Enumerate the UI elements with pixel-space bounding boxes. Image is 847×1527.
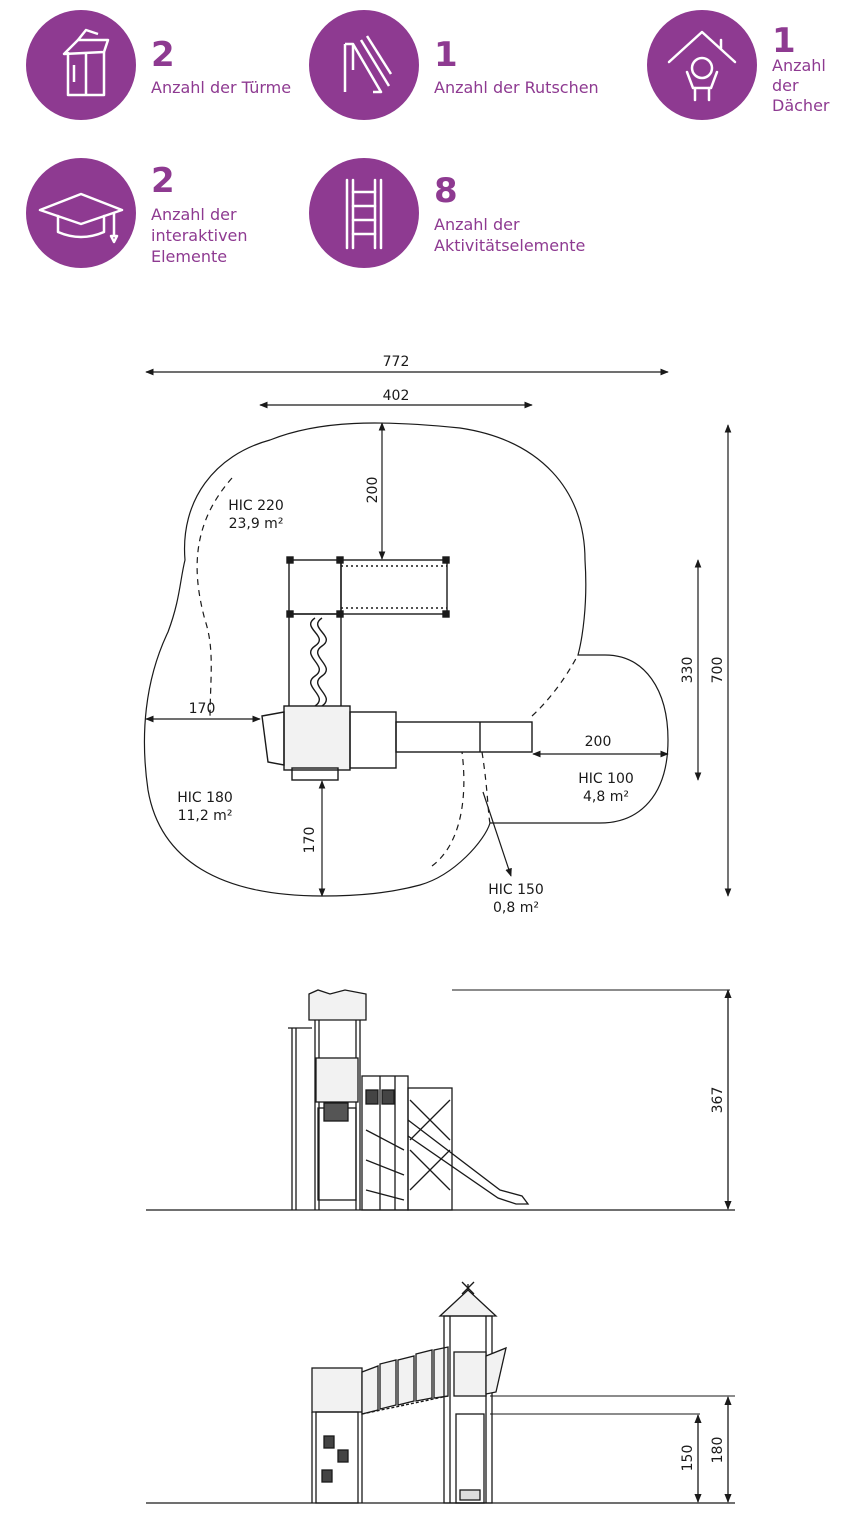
stat-number: 1 (772, 21, 796, 61)
plan-view (143, 368, 732, 897)
safety-zone-outline (143, 422, 669, 897)
zone-name: HIC 220 (228, 498, 284, 514)
hic-dashed-zone (196, 477, 233, 721)
stat-label: Anzahl der Türme (151, 78, 292, 97)
hic-dashed-zone (531, 654, 579, 717)
stat-number: 1 (434, 35, 458, 75)
stat-number: 2 (151, 35, 175, 75)
zone-name: HIC 150 (488, 882, 544, 898)
dim-label-180: 180 (710, 1437, 726, 1464)
stat-label: Anzahl der Dächer (772, 56, 830, 115)
slide-icon (309, 10, 419, 120)
front-elevation (146, 1281, 735, 1504)
zone-area: 4,8 m² (583, 789, 629, 805)
dim-label-200-right: 200 (585, 734, 612, 750)
stat-activities: 8 Anzahl der Aktivitätselemente (309, 158, 629, 273)
stat-towers: 2 Anzahl der Türme (26, 10, 326, 120)
zone-name: HIC 100 (578, 771, 634, 787)
dim-label-402: 402 (383, 388, 410, 404)
dim-label-367: 367 (710, 1087, 726, 1114)
ladder-icon (309, 158, 419, 268)
hic-dashed-zone (481, 751, 491, 824)
equipment-plan (261, 556, 533, 781)
graduation-cap-icon (26, 158, 136, 268)
roof-icon (647, 10, 757, 120)
stat-interactive: 2 Anzahl der interaktiven Elemente (26, 158, 326, 273)
dim-label-330: 330 (680, 657, 696, 684)
dim-label-700: 700 (710, 657, 726, 684)
stat-slides: 1 Anzahl der Rutschen (309, 10, 609, 120)
stat-label: Anzahl der interaktiven Elemente (151, 205, 248, 266)
zone-area: 23,9 m² (229, 516, 284, 532)
dim-label-150: 150 (680, 1445, 696, 1472)
stat-label: Anzahl der Rutschen (434, 78, 599, 97)
dim-label-200-top: 200 (365, 477, 381, 504)
side-elevation (146, 989, 735, 1211)
stat-roofs: 1 Anzahl der Dächer (647, 10, 842, 125)
tower-icon (26, 10, 136, 120)
stat-label: Anzahl der Aktivitätselemente (434, 215, 586, 255)
hic-dashed-zone (431, 751, 465, 867)
stat-number: 2 (151, 161, 175, 201)
dim-label-170-left: 170 (189, 701, 216, 717)
zone-name: HIC 180 (177, 790, 233, 806)
stat-number: 8 (434, 171, 458, 211)
hic150-leader (482, 791, 512, 877)
zone-area: 11,2 m² (178, 808, 233, 824)
zone-area: 0,8 m² (493, 900, 539, 916)
dim-label-772: 772 (383, 354, 410, 370)
dim-label-170-bottom: 170 (302, 827, 318, 854)
